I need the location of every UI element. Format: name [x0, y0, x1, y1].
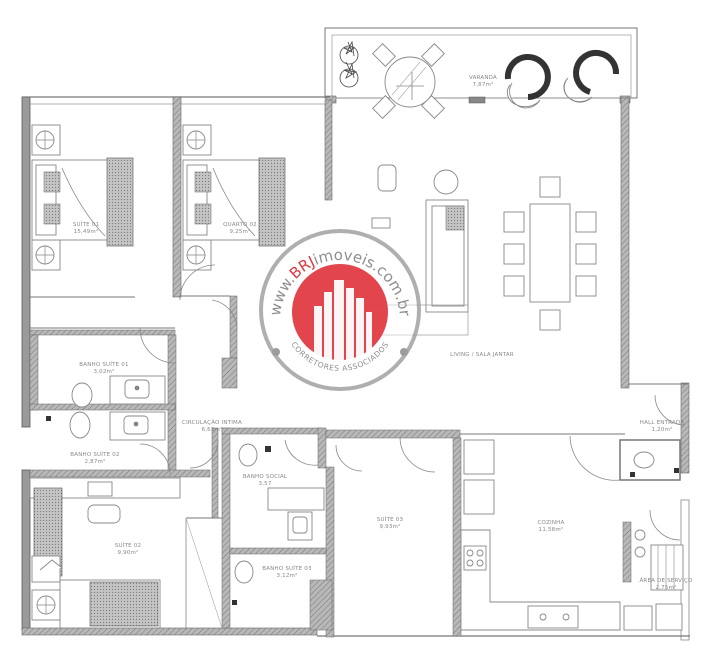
kitchen-fixtures [460, 439, 684, 631]
room-label-living: LIVING / SALA JANTAR [450, 352, 514, 358]
building-icon [314, 280, 372, 362]
brj-imoveis-watermark-logo: www.BRJimoveis.com.br CORRETORES ASSOCIA… [259, 229, 421, 391]
dot-left [272, 348, 280, 356]
plant-icon [339, 40, 359, 88]
doors [139, 264, 686, 541]
bed-suite-01 [31, 124, 134, 271]
living-furniture [347, 164, 597, 336]
balcony [324, 27, 638, 119]
round-table-icon [372, 43, 445, 119]
hanging-chair-icon [504, 49, 620, 109]
bath-social-fixtures [232, 443, 325, 605]
walls [21, 96, 690, 641]
bath-suite-01-fixtures [46, 375, 166, 441]
bed-suite-02 [29, 477, 181, 629]
dot-right [400, 348, 408, 356]
bed-quarto-02 [182, 124, 286, 271]
